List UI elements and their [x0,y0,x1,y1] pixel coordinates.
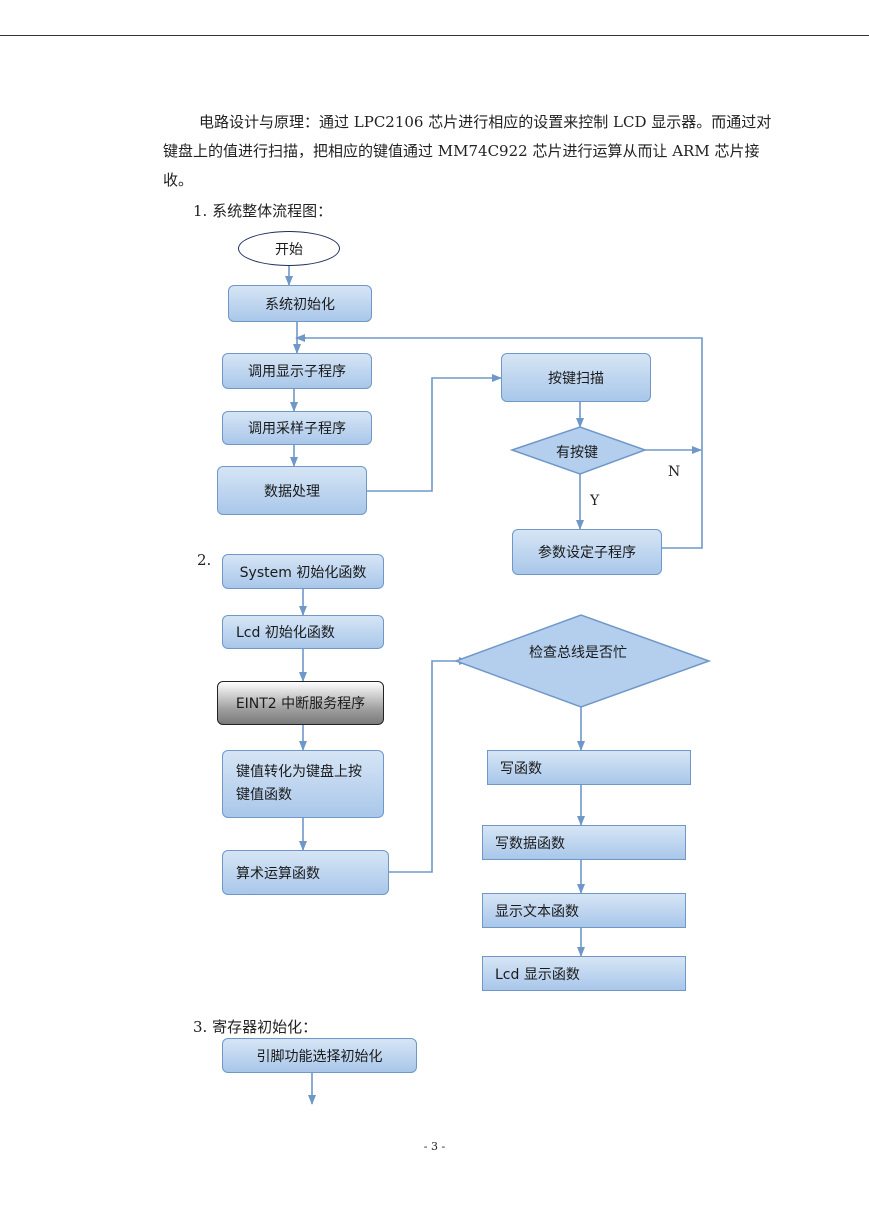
flow2-arith-label: 算术运算函数 [236,865,320,882]
flow1-call-display-label: 调用显示子程序 [248,364,346,380]
flow2-key-convert-box: 键值转化为键盘上按键值函数 [222,750,384,818]
flow2-write-func-box: 写函数 [487,750,691,785]
flow1-init-box: 系统初始化 [228,285,372,322]
flow1-param-set-box: 参数设定子程序 [512,529,662,575]
flow2-show-text-box: 显示文本函数 [482,893,686,928]
page-number: - 3 - [423,1140,446,1153]
flow1-key-scan-label: 按键扫描 [548,370,604,387]
flow1-call-display-box: 调用显示子程序 [222,353,372,389]
flow3-pin-init-label: 引脚功能选择初始化 [256,1048,383,1065]
flow2-write-data-label: 写数据函数 [495,835,565,852]
intro-line-1: 电路设计与原理：通过 LPC2106 芯片进行相应的设置来控制 LCD 显示器。 [199,113,712,131]
loop-return-line [297,337,703,549]
flow1-key-scan-box: 按键扫描 [501,353,651,402]
decision-check-bus [453,614,712,708]
arrow-arith-to-checkbus [389,657,469,873]
flow2-key-convert-label: 键值转化为键盘上按键值函数 [236,764,362,803]
flow2-lcd-init-label: Lcd 初始化函数 [236,625,335,641]
header-rule [0,35,869,36]
flow1-no-label: N [668,464,681,480]
flow1-start-oval: 开始 [238,231,340,266]
flow2-lcd-display-box: Lcd 显示函数 [482,956,686,991]
flow2-write-data-box: 写数据函数 [482,825,686,860]
flow2-eint2-label: EINT2 中断服务程序 [235,696,366,712]
flow1-data-process-label: 数据处理 [264,483,320,500]
flow2-lcd-display-label: Lcd 显示函数 [495,966,580,983]
flow2-lcd-init-box: Lcd 初始化函数 [222,615,384,649]
flow1-data-process-box: 数据处理 [217,466,367,515]
flow2-arith-box: 算术运算函数 [222,850,389,895]
flow1-start-label: 开始 [275,241,303,258]
flow2-show-text-label: 显示文本函数 [495,903,579,920]
intro-paragraph: 电路设计与原理：通过 LPC2106 芯片进行相应的设置来控制 LCD 显示器。… [163,108,783,195]
flow2-check-bus-label: 检查总线是否忙 [529,645,627,661]
flow2-write-func-label: 写函数 [500,760,542,777]
flow2-system-init-label: System 初始化函数 [239,564,367,581]
decision-has-key [509,426,648,475]
intro-line-rest: 而通过对键盘上的值进行扫描，把相应的键值通过 MM74C922 芯片进行运算从而… [163,113,772,189]
flow1-init-label: 系统初始化 [265,296,335,313]
flow3-pin-init-box: 引脚功能选择初始化 [222,1038,417,1073]
flow1-param-set-label: 参数设定子程序 [538,545,636,561]
flow1-yes-label: Y [590,493,600,509]
flow2-system-init-box: System 初始化函数 [222,554,384,589]
section-1-title: 1. 系统整体流程图： [193,202,333,220]
flow1-has-key-label: 有按键 [556,445,598,461]
flow2-eint2-box: EINT2 中断服务程序 [217,681,384,725]
flow1-call-sample-box: 调用采样子程序 [222,411,372,445]
flow1-call-sample-label: 调用采样子程序 [248,421,346,437]
arrow-process-to-scan [366,374,502,492]
section-2-title: 2. [197,551,212,569]
section-3-title: 3. 寄存器初始化： [193,1018,318,1036]
